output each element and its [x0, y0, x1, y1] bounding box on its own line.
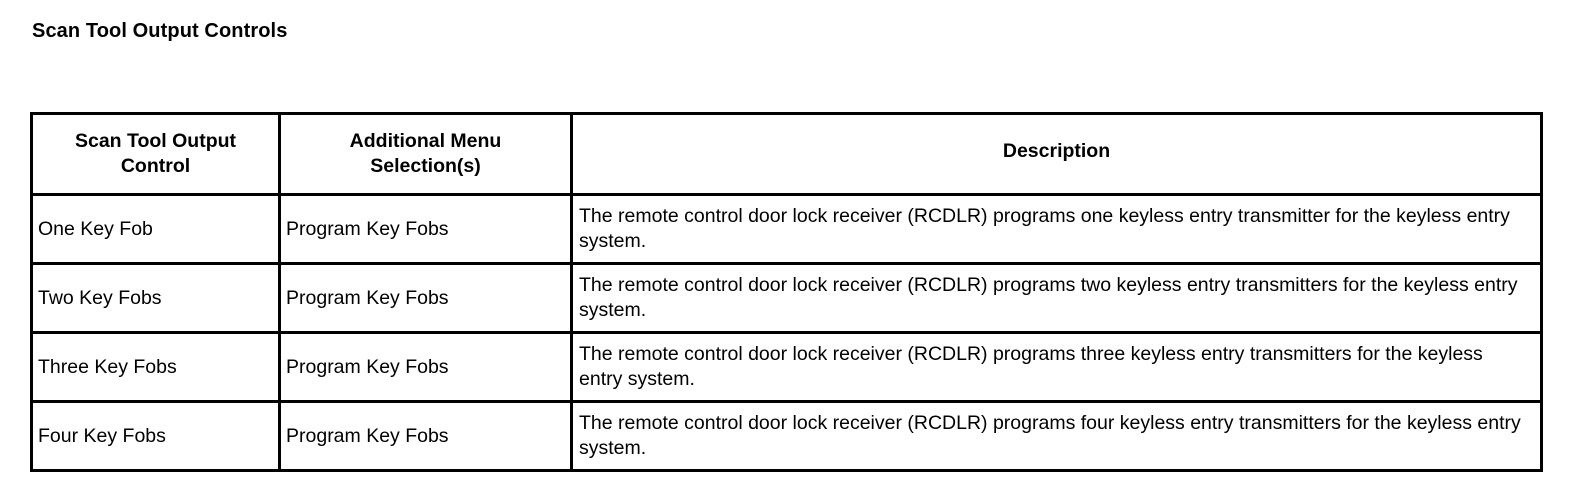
column-header-line-1: Description — [1002, 139, 1111, 162]
table-header: Scan Tool Output Control Additional Menu… — [30, 112, 1543, 196]
page-title: Scan Tool Output Controls — [32, 20, 288, 42]
column-header-description: Description — [570, 112, 1543, 196]
cell-additional-menu-selection: Program Key Fobs — [278, 331, 573, 403]
table-row: Four Key Fobs Program Key Fobs The remot… — [30, 400, 1543, 472]
table-body: One Key Fob Program Key Fobs The remote … — [30, 193, 1543, 472]
cell-scan-tool-output-control: One Key Fob — [30, 193, 281, 265]
cell-additional-menu-selection: Program Key Fobs — [278, 400, 573, 472]
table-row: One Key Fob Program Key Fobs The remote … — [30, 193, 1543, 265]
cell-description: The remote control door lock receiver (R… — [570, 331, 1543, 403]
column-header-line-2: Control — [120, 155, 191, 177]
column-header-scan-tool-output-control: Scan Tool Output Control — [30, 112, 281, 196]
cell-scan-tool-output-control: Four Key Fobs — [30, 400, 281, 472]
column-header-line-1: Additional Menu — [349, 130, 502, 152]
column-header-line-2: Selection(s) — [370, 155, 481, 177]
cell-additional-menu-selection: Program Key Fobs — [278, 262, 573, 334]
cell-description: The remote control door lock receiver (R… — [570, 400, 1543, 472]
table-header-row: Scan Tool Output Control Additional Menu… — [30, 112, 1543, 196]
table-row: Two Key Fobs Program Key Fobs The remote… — [30, 262, 1543, 334]
column-header-additional-menu-selections: Additional Menu Selection(s) — [278, 112, 573, 196]
table-row: Three Key Fobs Program Key Fobs The remo… — [30, 331, 1543, 403]
cell-description: The remote control door lock receiver (R… — [570, 262, 1543, 334]
cell-additional-menu-selection: Program Key Fobs — [278, 193, 573, 265]
cell-scan-tool-output-control: Three Key Fobs — [30, 331, 281, 403]
cell-description: The remote control door lock receiver (R… — [570, 193, 1543, 265]
cell-scan-tool-output-control: Two Key Fobs — [30, 262, 281, 334]
scan-tool-output-controls-table: Scan Tool Output Control Additional Menu… — [30, 112, 1543, 472]
column-header-line-1: Scan Tool Output — [74, 130, 237, 152]
scan-tool-output-controls-table-wrapper: Scan Tool Output Control Additional Menu… — [30, 112, 1543, 472]
